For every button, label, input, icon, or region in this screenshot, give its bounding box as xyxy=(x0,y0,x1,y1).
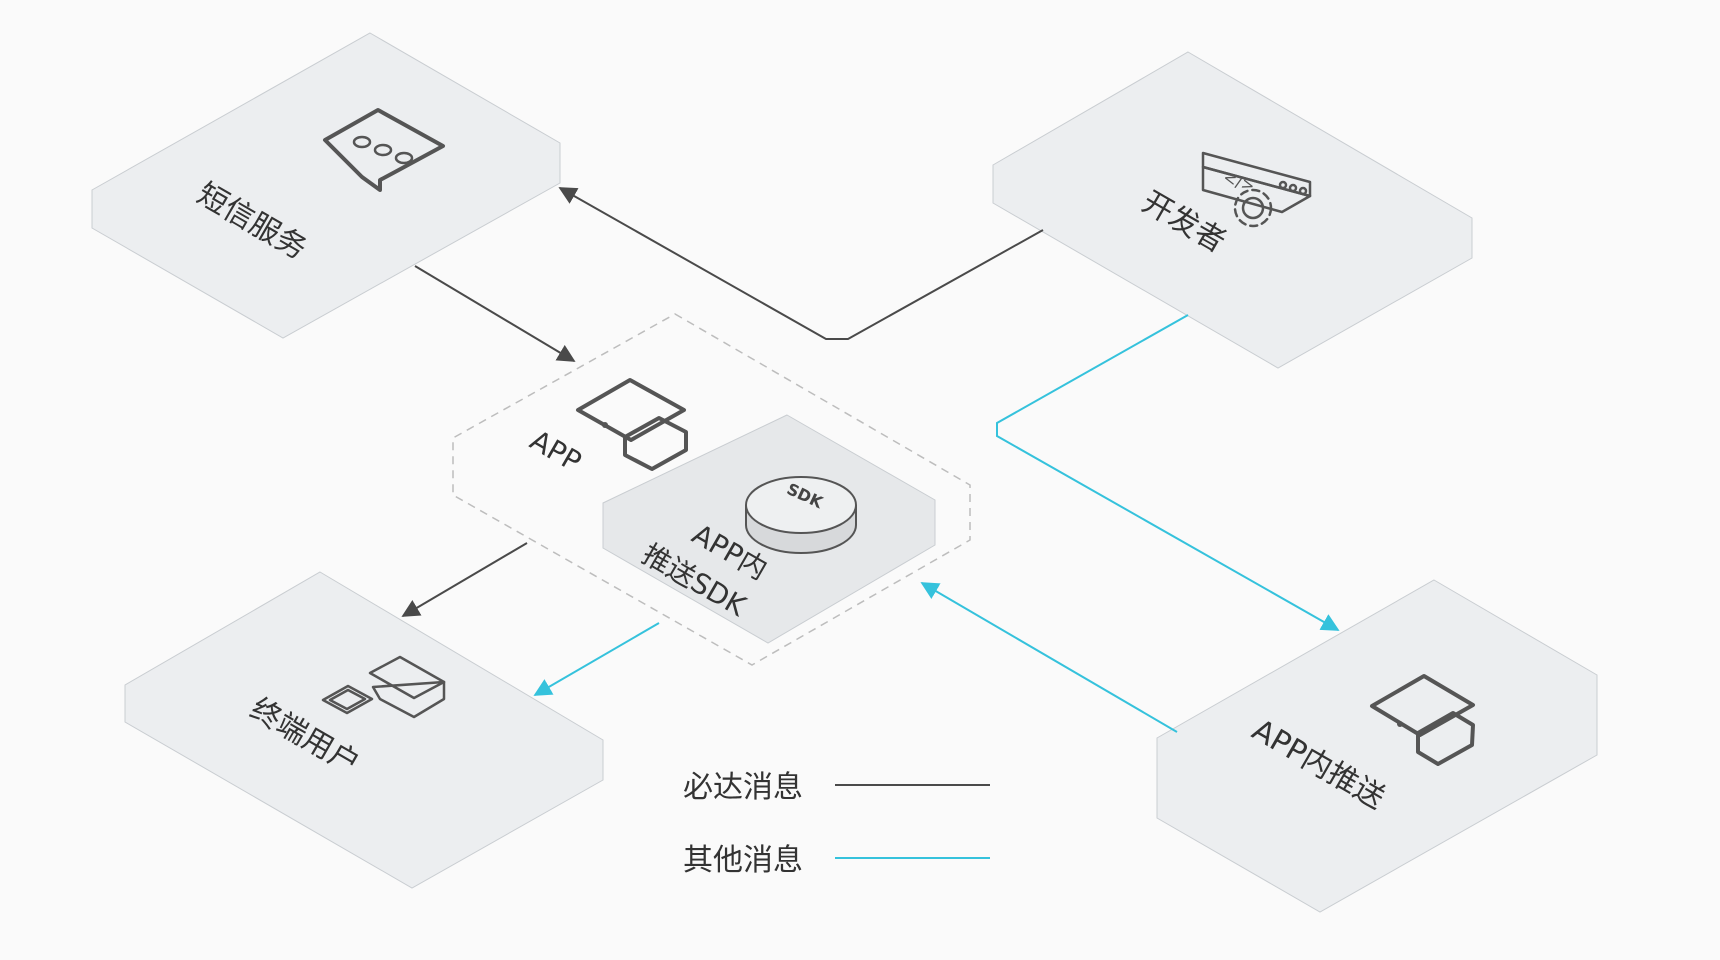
sdk-node: SDK APP内 推送SDK xyxy=(602,414,936,644)
app-to-end-user-connector xyxy=(401,542,528,617)
chat-bubble-icon xyxy=(323,108,445,192)
app-label: APP xyxy=(525,423,587,478)
in-app-push-node: APP内推送 xyxy=(1156,579,1598,913)
tablet-phone-icon xyxy=(576,378,688,471)
legend-required-label: 必达消息 xyxy=(683,770,803,805)
developer-node: </> 开发者 xyxy=(992,51,1473,369)
end-user-node: 终端用户 xyxy=(124,571,604,889)
sdk-to-end-user-connector xyxy=(533,622,660,696)
legend: 必达消息 其他消息 xyxy=(683,770,990,878)
sms-service-node: 短信服务 xyxy=(91,32,561,339)
developer-to-sms-connector xyxy=(558,187,1044,340)
sms-to-app-connector xyxy=(414,265,576,362)
devices-icon xyxy=(321,655,446,719)
sdk-disc-icon: SDK xyxy=(745,476,857,554)
in-app-push-to-sdk-connector xyxy=(920,582,1178,733)
developer-to-in-app-push-connector xyxy=(996,314,1340,631)
legend-other-label: 其他消息 xyxy=(683,843,803,878)
mobile-devices-icon xyxy=(1370,674,1475,766)
